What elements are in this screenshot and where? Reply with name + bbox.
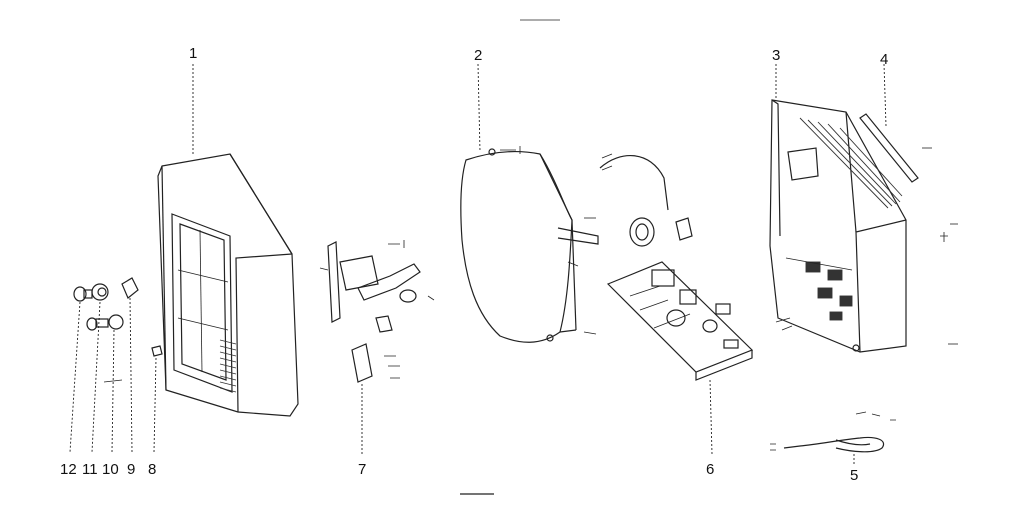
callout-11: 11 — [82, 461, 98, 478]
part-3-back-cabinet — [769, 64, 958, 353]
part-1-front-cabinet — [157, 64, 299, 417]
knobs-group — [69, 277, 163, 453]
callout-9: 9 — [127, 461, 136, 478]
callout-7: 7 — [358, 461, 367, 478]
callout-8: 8 — [148, 461, 157, 478]
callout-6: 6 — [706, 461, 715, 478]
part-5-power-cord — [770, 411, 896, 464]
part-7-switch-bracket — [319, 240, 435, 454]
part-6-chassis-board — [599, 153, 754, 455]
callout-1: 1 — [189, 45, 198, 62]
callout-4: 4 — [880, 51, 889, 68]
callout-2: 2 — [474, 47, 483, 64]
callout-3: 3 — [772, 47, 781, 64]
part-4-rod — [859, 63, 932, 183]
callout-5: 5 — [850, 467, 859, 484]
callout-10: 10 — [102, 461, 119, 478]
callout-12: 12 — [60, 461, 77, 478]
part-2-picture-tube — [460, 63, 599, 343]
